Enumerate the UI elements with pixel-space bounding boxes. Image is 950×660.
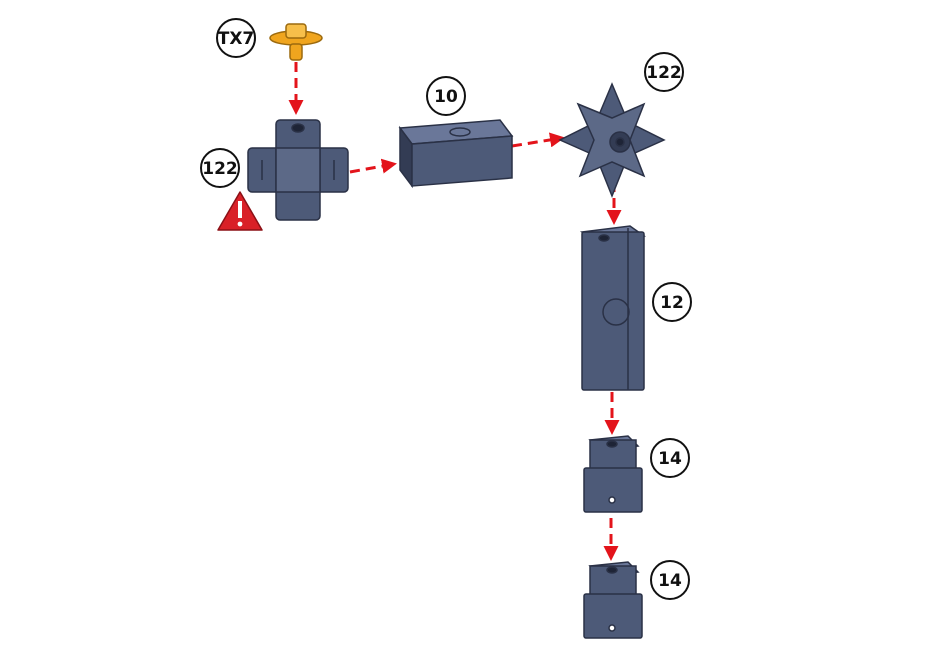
beam-part-10 bbox=[400, 120, 512, 186]
arrow-hub-to-beam10 bbox=[350, 164, 394, 172]
label-hub-text: 122 bbox=[202, 159, 238, 179]
label-block14a-text: 14 bbox=[658, 449, 682, 469]
block-part-14-a bbox=[584, 436, 642, 512]
star-hub-part-122 bbox=[560, 84, 664, 196]
label-star-text: 122 bbox=[646, 63, 682, 83]
label-block-14-a: 14 bbox=[651, 439, 689, 477]
block-part-14-b bbox=[584, 562, 642, 638]
label-beam10-text: 10 bbox=[434, 87, 458, 107]
screw-part bbox=[270, 24, 322, 60]
label-screw-tx7: TX7 bbox=[217, 19, 255, 57]
arrow-beam10-to-star bbox=[512, 138, 562, 146]
label-beam12-text: 12 bbox=[660, 293, 684, 313]
label-screw-text: TX7 bbox=[218, 29, 255, 49]
label-beam-12: 12 bbox=[653, 283, 691, 321]
beam-part-12 bbox=[582, 226, 644, 390]
label-beam-10: 10 bbox=[427, 77, 465, 115]
label-block14b-text: 14 bbox=[658, 571, 682, 591]
warning-icon bbox=[218, 192, 262, 230]
label-hub-122: 122 bbox=[201, 149, 239, 187]
label-block-14-b: 14 bbox=[651, 561, 689, 599]
label-star-hub-122: 122 bbox=[645, 53, 683, 91]
hub-part-122 bbox=[248, 120, 348, 220]
